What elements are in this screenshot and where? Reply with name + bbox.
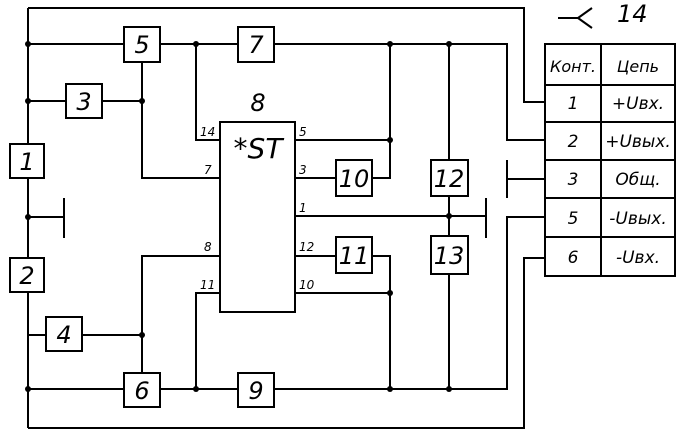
wires <box>27 7 593 429</box>
wire-9-to-contact5 <box>274 216 545 390</box>
block-6-label: 6 <box>134 377 149 405</box>
block-7: 7 <box>237 26 275 63</box>
designator-label: 14 <box>617 0 648 28</box>
pin-label: 12 <box>299 240 314 254</box>
top-loop-wire <box>28 7 545 103</box>
pin-label: 1 <box>299 201 307 215</box>
block-4: 4 <box>45 316 83 352</box>
junction-dot <box>25 386 31 392</box>
junction-dot <box>446 386 452 392</box>
junction-dot <box>139 332 145 338</box>
table-cell-contact: 2 <box>568 132 579 152</box>
junction-dot <box>387 41 393 47</box>
wire-pin11 <box>195 292 220 389</box>
table-cell-contact: 3 <box>568 170 579 190</box>
designator-leader <box>558 7 593 29</box>
wire-11-to-bottom <box>372 255 391 389</box>
table-cell-circuit: -Uвх. <box>616 248 660 268</box>
table-header-circuit: Цепь <box>617 57 659 76</box>
chip-body <box>219 121 296 313</box>
block-13: 13 <box>430 235 469 275</box>
table-cell-circuit: -Uвых. <box>609 209 666 229</box>
junction-dot <box>25 41 31 47</box>
block-12: 12 <box>430 159 469 197</box>
block-12-label: 12 <box>434 165 465 193</box>
table-cell-contact: 1 <box>568 94 579 114</box>
block-7-label: 7 <box>248 31 264 59</box>
bottom-loop-wire <box>28 257 545 429</box>
wire-pin14 <box>195 44 220 141</box>
junction-dot <box>446 213 452 219</box>
wire-10-to-top <box>372 44 391 179</box>
connector-table: Конт. Цепь 1 +Uвх. 2 +Uвых. 3 Общ. 5 -Uв… <box>544 43 676 277</box>
block-3-label: 3 <box>76 88 91 116</box>
junction-dot <box>25 98 31 104</box>
table-cell-circuit: +Uвых. <box>605 132 671 152</box>
wire-5-to-pin7 <box>141 62 220 179</box>
block-1: 1 <box>9 143 45 179</box>
junction-dot <box>387 290 393 296</box>
block-2: 2 <box>9 257 45 293</box>
block-5-label: 5 <box>134 31 149 59</box>
junction-dot <box>193 386 199 392</box>
chip-8: 8 *ST 14 7 8 11 5 3 1 12 10 <box>200 89 315 313</box>
pin-label: 10 <box>299 278 315 292</box>
block-2-label: 2 <box>19 262 34 290</box>
chip-label: *ST <box>234 132 285 165</box>
block-4-label: 4 <box>56 321 71 349</box>
block-1-label: 1 <box>19 148 34 176</box>
table-cell-contact: 6 <box>568 248 579 268</box>
junction-dot <box>446 41 452 47</box>
block-9-label: 9 <box>248 377 263 405</box>
junction-dot <box>387 386 393 392</box>
junction-dot <box>25 214 31 220</box>
wire-7-to-contact2 <box>274 43 545 141</box>
pin-label: 7 <box>204 163 212 177</box>
pin-label: 8 <box>204 240 212 254</box>
table-cell-circuit: +Uвх. <box>612 94 664 114</box>
block-5: 5 <box>123 26 161 63</box>
block-3: 3 <box>65 83 103 119</box>
table-cell-circuit: Общ. <box>615 170 660 190</box>
block-10: 10 <box>335 159 373 197</box>
junction-dot <box>193 41 199 47</box>
junction-dot <box>387 137 393 143</box>
chip-number: 8 <box>250 89 265 117</box>
pin-label: 5 <box>299 125 307 139</box>
block-6: 6 <box>123 372 161 408</box>
wire-pin8 <box>141 255 220 373</box>
table-header-contact: Конт. <box>550 57 596 76</box>
table-cell-contact: 5 <box>568 209 579 229</box>
block-13-label: 13 <box>434 242 465 270</box>
pin-label: 11 <box>200 278 215 292</box>
pin-label: 14 <box>200 125 215 139</box>
block-11: 11 <box>335 236 373 274</box>
block-11-label: 11 <box>339 242 370 270</box>
block-10-label: 10 <box>339 165 370 193</box>
block-9: 9 <box>237 372 275 408</box>
pin-label: 3 <box>299 163 307 177</box>
junctions <box>25 41 452 392</box>
junction-dot <box>139 98 145 104</box>
